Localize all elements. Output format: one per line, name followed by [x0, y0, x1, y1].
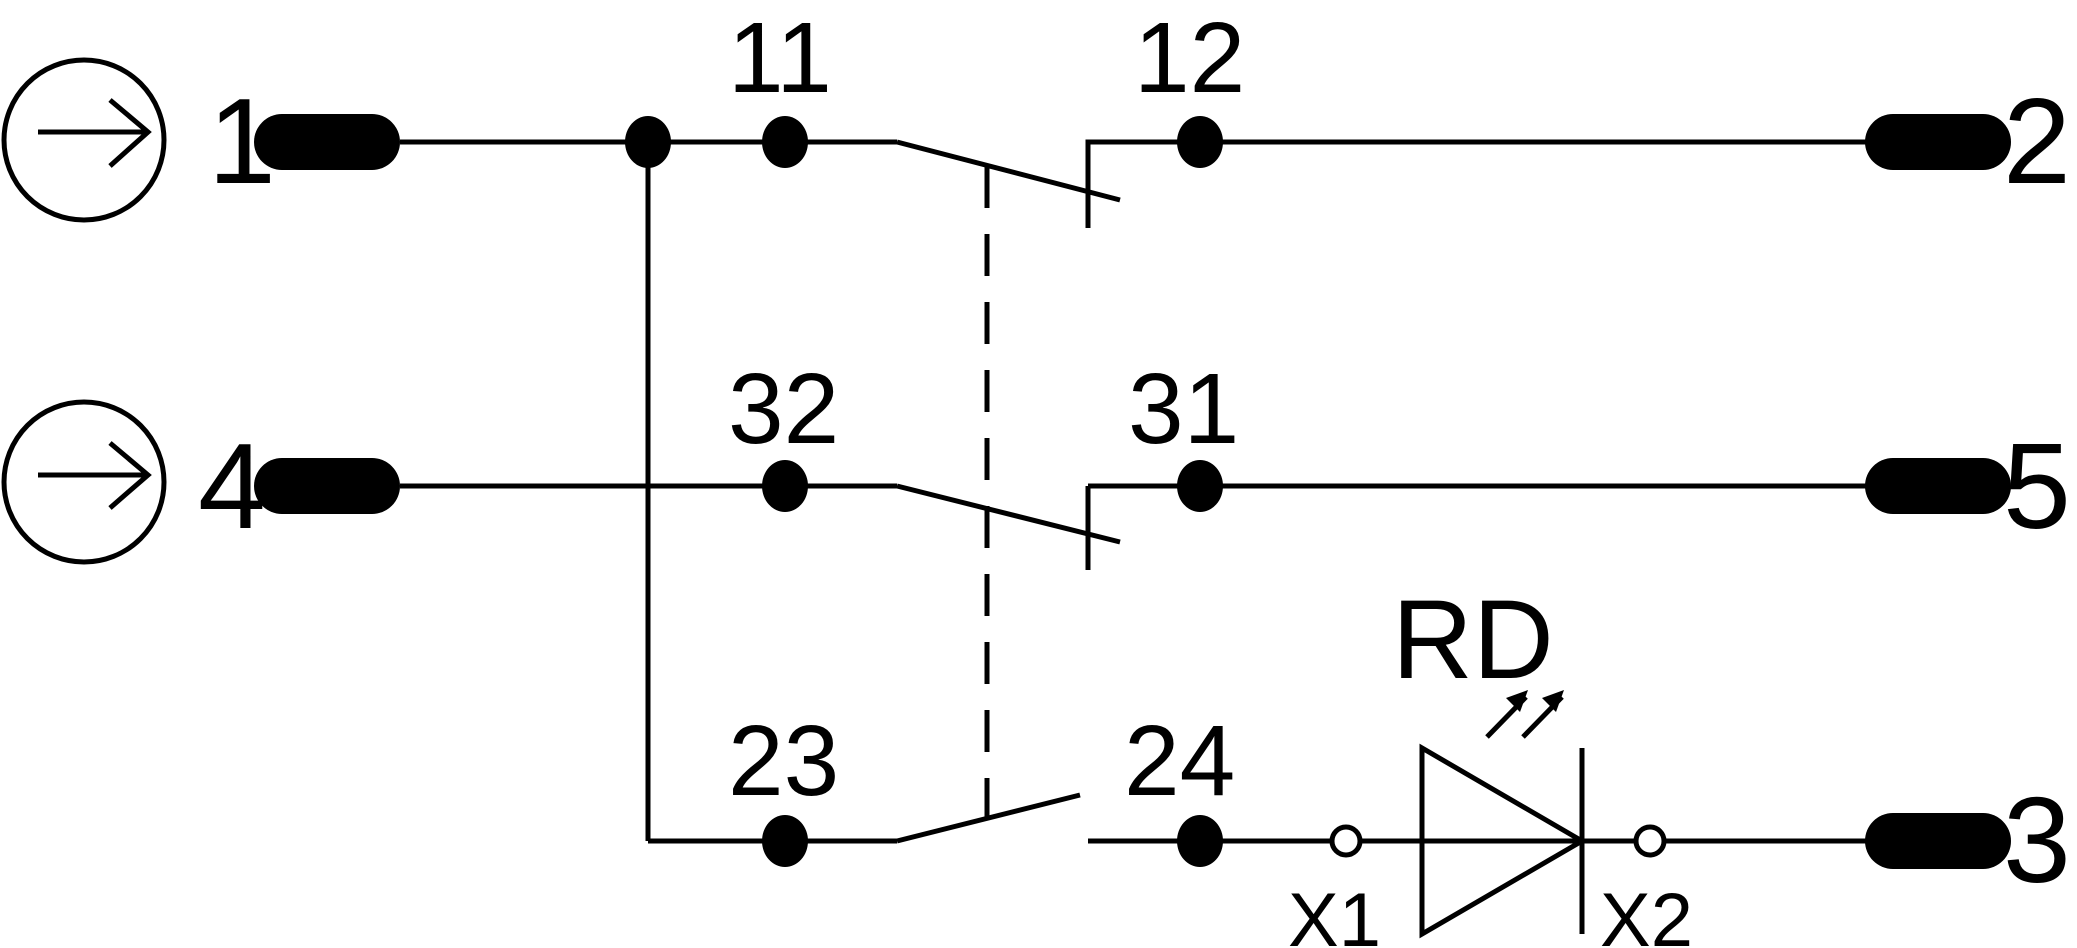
pin-label-3: 3 — [2003, 772, 2071, 908]
contact-label-12: 12 — [1134, 2, 1245, 114]
pin-label-1: 1 — [208, 73, 276, 209]
junction-nodes — [625, 116, 1223, 867]
arrow-in-circle-icon — [1, 399, 167, 565]
pin-label-4: 4 — [198, 418, 266, 554]
led-name-label: RD — [1392, 577, 1554, 702]
wire-row-2 — [400, 483, 1893, 570]
wire-row-1 — [400, 139, 1893, 228]
contact-label-11: 11 — [728, 2, 832, 114]
arrow-in-circle-icon — [1, 57, 167, 223]
contact-label-23: 23 — [728, 705, 839, 817]
light-emission-icon — [1485, 690, 1564, 739]
pin-label-5: 5 — [2003, 418, 2071, 554]
led-terminal-x2-label: X2 — [1600, 878, 1693, 948]
terminal-x2-ring — [1633, 824, 1667, 858]
contact-label-24: 24 — [1124, 705, 1235, 817]
contact-label-32: 32 — [728, 353, 839, 465]
led-symbol — [1329, 690, 1667, 939]
pin-label-2: 2 — [2003, 73, 2071, 209]
led-terminal-x1-label: X1 — [1288, 878, 1381, 948]
terminal-x1-ring — [1329, 824, 1363, 858]
contact-label-31: 31 — [1128, 353, 1239, 465]
